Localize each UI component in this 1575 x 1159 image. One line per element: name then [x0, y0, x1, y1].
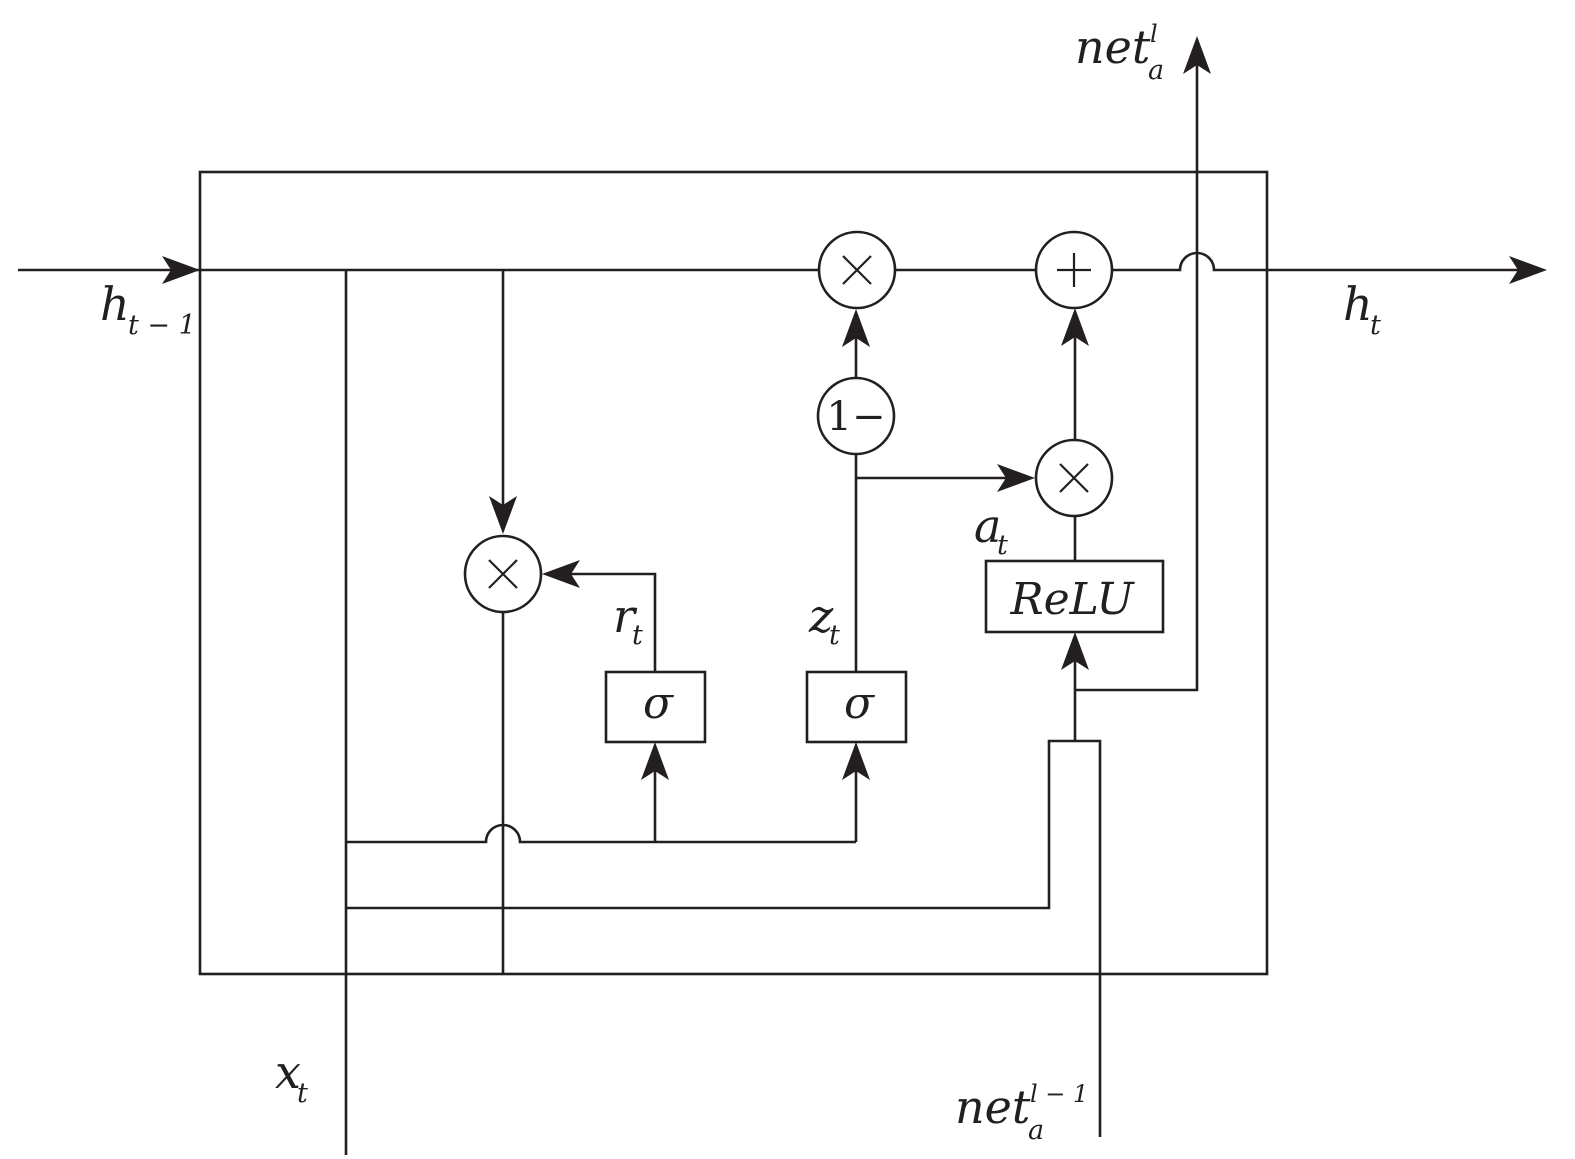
relu-text: ReLU	[1009, 574, 1135, 625]
multiply-icon	[842, 255, 872, 285]
r-output-arrowhead	[542, 560, 580, 588]
plus-icon	[1057, 253, 1091, 287]
multiply-icon	[1059, 463, 1089, 493]
relu-arrowhead	[1061, 632, 1089, 670]
gate-input-bus	[346, 823, 856, 844]
update-multiply-op	[1034, 438, 1114, 518]
h-out-arrowhead	[1509, 256, 1547, 284]
update-arrowhead	[1061, 308, 1089, 346]
h-prev-arrowhead	[162, 256, 200, 284]
net-output-line	[1075, 58, 1199, 692]
one-minus-text: 1−	[827, 394, 886, 440]
h-out-label: ht	[1343, 277, 1381, 341]
r-gate-output	[560, 572, 657, 672]
reset-gate-sigma: σ	[643, 678, 675, 729]
net-input-label: netal − 1	[955, 1080, 1088, 1146]
z-gate-arrowhead	[842, 742, 870, 780]
z-gate-label: zt	[808, 589, 840, 651]
update-gate-sigma: σ	[844, 678, 876, 729]
reset-multiply-op	[463, 534, 543, 614]
reset-branch-arrowhead	[489, 496, 517, 534]
add-op	[1034, 230, 1114, 310]
h-prev-label: ht − 1	[100, 277, 196, 341]
update-gate-block: σ	[805, 670, 908, 744]
multiply-icon	[488, 559, 518, 589]
net-output-arrowhead	[1183, 36, 1211, 74]
x-input-label: xt	[275, 1045, 308, 1109]
r-gate-arrowhead	[641, 742, 669, 780]
forget-multiply-op	[817, 230, 897, 310]
hidden-state-line	[18, 251, 1525, 272]
candidate-input-line	[346, 739, 1102, 1137]
one-minus-op: 1−	[816, 376, 896, 456]
r-gate-label: rt	[613, 589, 643, 651]
one-minus-arrowhead	[842, 309, 870, 347]
net-output-label: netal	[1075, 20, 1164, 86]
reset-gate-block: σ	[604, 670, 707, 744]
relu-block: ReLU	[984, 559, 1165, 634]
cell-boundary	[198, 170, 1269, 976]
a-label: at	[974, 499, 1008, 561]
z-to-update-arrowhead	[997, 464, 1035, 492]
